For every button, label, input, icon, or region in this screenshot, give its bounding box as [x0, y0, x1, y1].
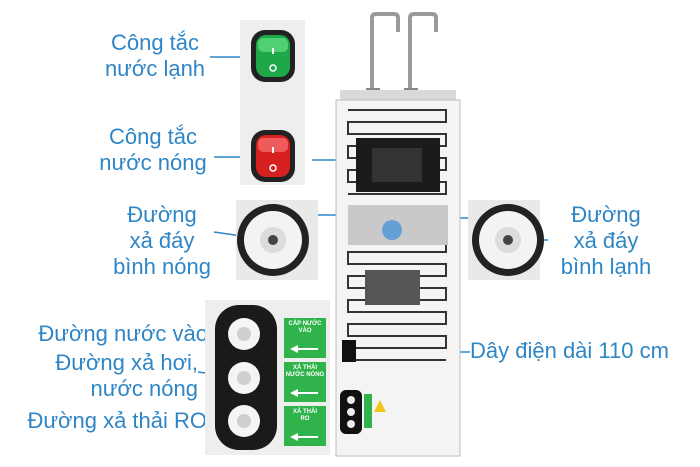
cold-switch-icon — [251, 30, 295, 82]
label-hot-switch: Công tắc nước nóng — [99, 124, 207, 175]
hot-drain-inset — [236, 200, 318, 280]
label-cold-tank-drain: Đường xả đáy bình lạnh — [560, 202, 652, 279]
dispenser-body — [335, 12, 461, 457]
label-cold-switch: Công tắc nước lạnh — [104, 30, 206, 81]
tag-steam-vent: XẢ THẢI NƯỚC NÓNG — [285, 365, 325, 378]
tag-ro-waste: XẢ THẢI RO — [293, 409, 317, 422]
tag-water-inlet: CẤP NƯỚC VÀO — [288, 321, 322, 334]
cold-drain-inset — [468, 200, 544, 280]
label-power-cord: Dây điện dài 110 cm — [470, 338, 669, 363]
label-hot-tank-drain: Đường xả đáy bình nóng — [113, 202, 211, 279]
hot-switch-icon — [251, 130, 295, 182]
label-water-inlet: Đường nước vào — [38, 321, 208, 346]
label-steam-vent: Đường xả hơi, nước nóng — [55, 350, 198, 401]
label-ro-waste: Đường xả thải RO — [27, 408, 207, 433]
port-panel — [205, 300, 330, 455]
